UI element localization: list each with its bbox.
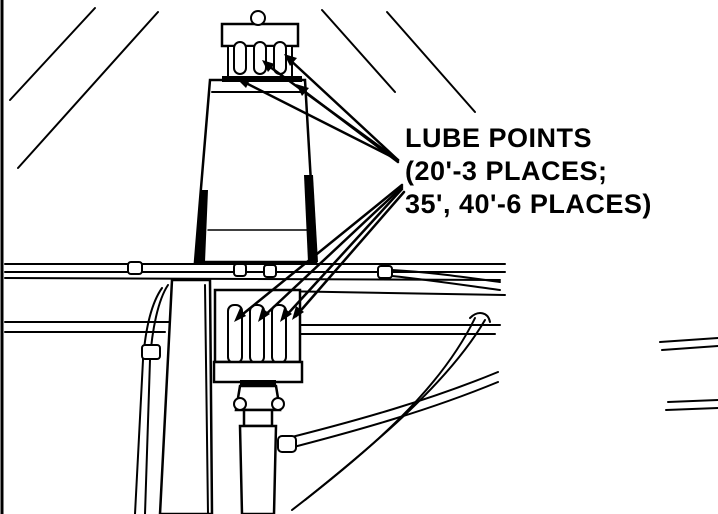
boom-column bbox=[134, 278, 214, 514]
right-edge-lines bbox=[659, 337, 718, 411]
callout-title: LUBE POINTS bbox=[405, 123, 593, 153]
lower-fitting-block bbox=[212, 288, 304, 386]
background-diagonals bbox=[9, 7, 476, 169]
hose-clamps bbox=[127, 261, 501, 291]
upper-housing bbox=[193, 78, 318, 264]
right-hoses bbox=[277, 312, 499, 511]
callout-places-20ft: (20'-3 PLACES; bbox=[405, 156, 608, 186]
pointer-arrowhead-icons bbox=[234, 54, 309, 322]
leader-lines bbox=[236, 56, 406, 320]
cylinder-clevis bbox=[233, 384, 285, 514]
top-fitting-block bbox=[220, 10, 302, 82]
lube-points-callout: LUBE POINTS (20'-3 PLACES; 35', 40'-6 PL… bbox=[405, 122, 652, 221]
callout-places-35-40ft: 35', 40'-6 PLACES) bbox=[405, 189, 652, 219]
horizontal-beams bbox=[4, 263, 506, 335]
